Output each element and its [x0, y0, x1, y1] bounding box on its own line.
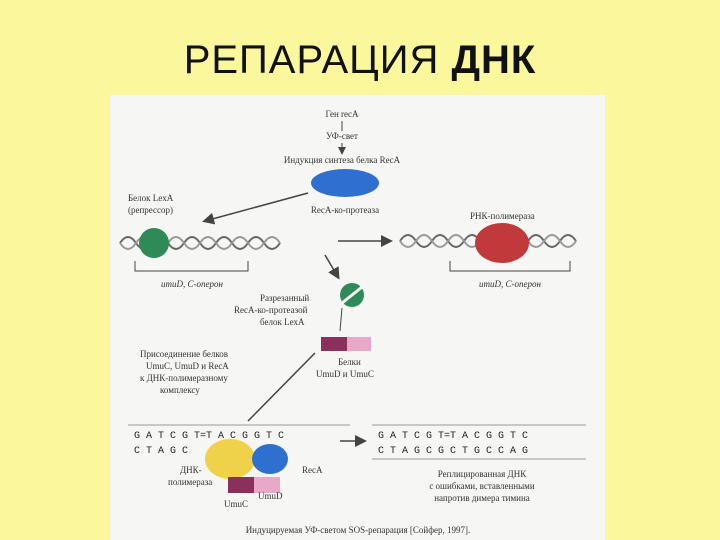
seq-bot-right: C T A G C G C T G C C A G [378, 446, 528, 457]
umuc-small-label: UmuC [224, 499, 248, 509]
replicated-3: напротив димера тимина [434, 493, 530, 503]
diagram-canvas: Ген recA УФ-свет Индукция синтеза белка … [119, 109, 586, 535]
seq-top-left: G A T C G T=T A C G G T C [134, 431, 284, 442]
cleaved-label-3: белок LexA [260, 317, 305, 327]
right-operon-bracket [449, 261, 571, 272]
attach-4: комплексу [160, 385, 200, 395]
left-operon-bracket [134, 261, 249, 272]
replicated-2: с ошибками, вставленными [429, 481, 535, 491]
umu-proteins-1: Белки [338, 357, 361, 367]
rnap-ellipse [475, 223, 529, 263]
attach-2: UmuC, UmuD и RecA [146, 361, 229, 371]
operon-left-label: umuD, C-оперон [161, 279, 223, 289]
lexa-label-2: (репрессор) [128, 205, 173, 215]
dnap-label-1: ДНК- [180, 465, 202, 475]
umuc-bar [321, 337, 347, 351]
uv-label: УФ-свет [326, 131, 358, 141]
umud-small-rect [254, 477, 280, 493]
replicated-1: Реплицированная ДНК [438, 469, 527, 479]
umud-bar [347, 337, 371, 351]
reca-small-label: RecA [302, 465, 323, 475]
attach-arrow [247, 352, 316, 422]
to-lexa-arrow [202, 192, 309, 225]
to-cleaved-arrow [324, 254, 340, 280]
title-light: РЕПАРАЦИЯ [183, 38, 440, 82]
dnap-ellipse [205, 439, 255, 479]
rnap-label: РНК-полимераза [470, 211, 535, 221]
lexa-repressor-circle [139, 228, 169, 258]
reca-protease-label: RecA-ко-протеаза [311, 205, 379, 215]
cleaved-label-1: Разрезанный [260, 293, 309, 303]
reca-small-ellipse [252, 444, 288, 474]
seq-top-right: G A T C G T=T A C G G T C [378, 431, 528, 442]
induction-label: Индукция синтеза белка RecA [284, 155, 401, 165]
cleave-cut [341, 285, 363, 305]
sos-repair-figure: Ген recA УФ-свет Индукция синтеза белка … [110, 95, 605, 540]
operon-right-label: umuD, C-оперон [479, 279, 541, 289]
reca-protease-ellipse [311, 169, 379, 197]
title-bold: ДНК [451, 38, 537, 82]
figure-caption: Индуцируемая УФ-светом SOS-репарация [Со… [246, 525, 471, 535]
seq-bot-left: C T A G C [134, 446, 188, 457]
umu-proteins-2: UmuD и UmuC [316, 369, 374, 379]
gene-label: Ген recA [325, 109, 359, 119]
cleaved-label-2: RecA-ко-протеазой [234, 305, 308, 315]
slide-title: РЕПАРАЦИЯ ДНК [0, 38, 720, 83]
lexa-label-1: Белок LexA [128, 193, 174, 203]
to-umu-line [339, 307, 343, 332]
dnap-label-2: полимераза [168, 477, 212, 487]
umud-small-label: UmuD [258, 491, 283, 501]
attach-1: Присоединение белков [140, 349, 228, 359]
umuc-small-rect [228, 477, 254, 493]
attach-3: к ДНК-полимеразному [140, 373, 228, 383]
